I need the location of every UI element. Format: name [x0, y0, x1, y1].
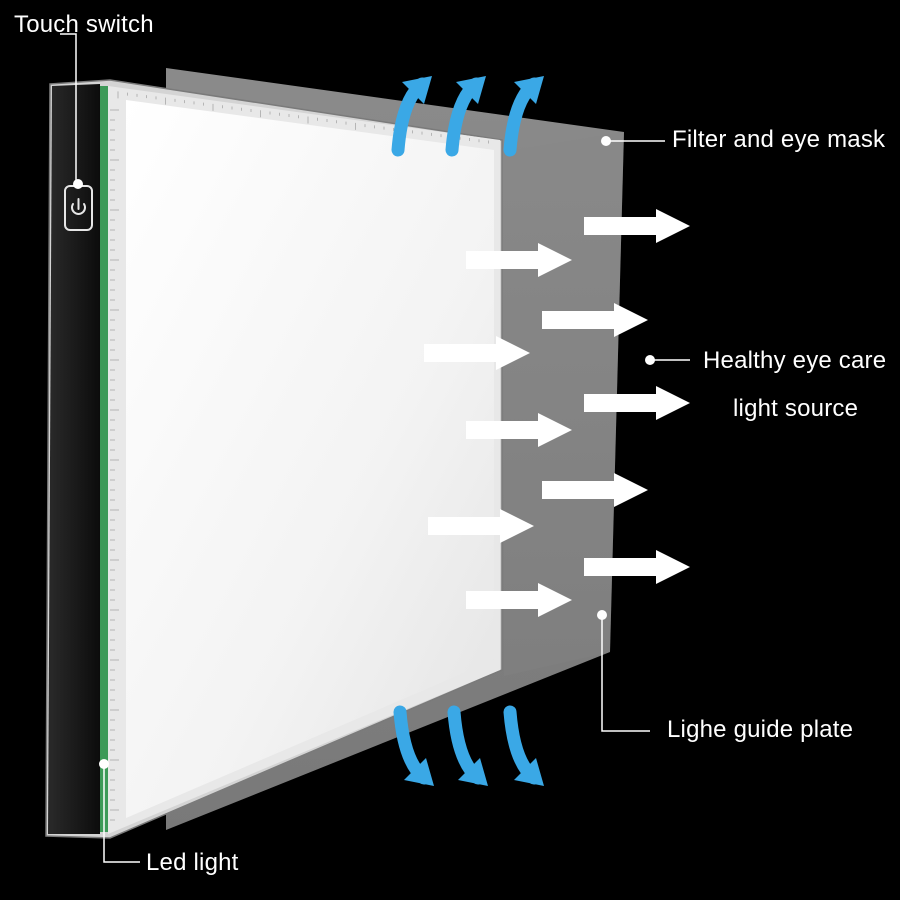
power-icon — [71, 198, 86, 215]
curved-arrow-icon — [393, 705, 434, 786]
right-arrow-icon — [542, 303, 648, 337]
airflow-arrows — [391, 76, 544, 786]
light-pad — [45, 79, 503, 839]
eye-care-label-line1: Healthy eye care — [703, 347, 887, 374]
light-output-arrows — [424, 209, 690, 617]
right-arrow-icon — [542, 473, 648, 507]
led-light-label: Led light — [146, 849, 239, 876]
guide-plate-label: Lighe guide plate — [667, 716, 854, 743]
curved-arrow-icon — [391, 76, 432, 157]
curved-arrow-icon — [447, 705, 488, 786]
right-arrow-icon — [466, 583, 572, 617]
callout-filter-mask — [601, 136, 665, 146]
right-arrow-icon — [584, 550, 690, 584]
pad-black-bezel — [48, 84, 100, 834]
led-strip — [100, 86, 108, 832]
eye-care-label-line2: light source — [733, 395, 859, 422]
ruler-ticks — [110, 91, 489, 821]
filter-mask-label: Filter and eye mask — [672, 126, 886, 153]
callout-touch-switch — [60, 33, 83, 189]
pad-light-surface — [126, 100, 494, 818]
callout-guide-plate — [597, 610, 650, 732]
curved-arrow-icon — [503, 705, 544, 786]
right-arrow-icon — [584, 209, 690, 243]
callout-led-light — [99, 759, 140, 863]
right-arrow-icon — [466, 243, 572, 277]
right-arrow-icon — [466, 413, 572, 447]
touch-switch-label: Touch switch — [14, 11, 154, 38]
curved-arrow-icon — [503, 76, 544, 157]
right-arrow-icon — [584, 386, 690, 420]
callout-eye-care — [645, 355, 690, 365]
right-arrow-icon — [428, 509, 534, 543]
curved-arrow-icon — [445, 76, 486, 157]
right-arrow-icon — [424, 336, 530, 370]
